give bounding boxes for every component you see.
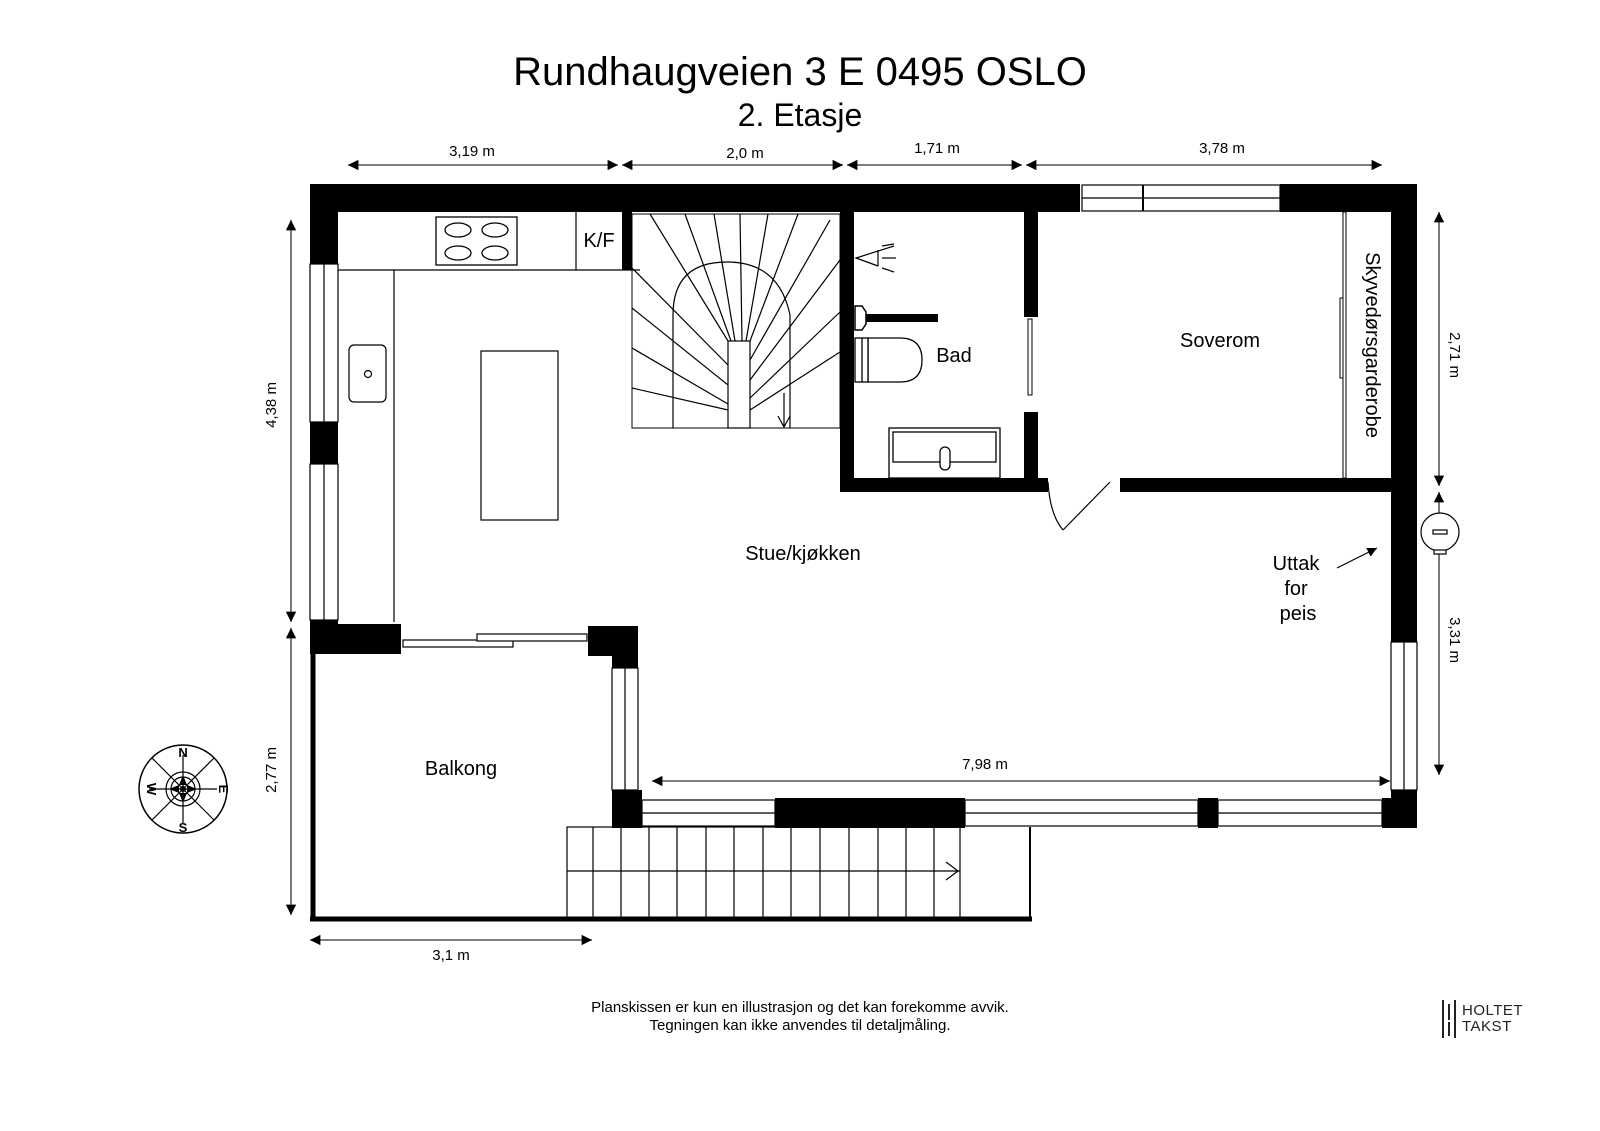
room-label-bathroom: Bad bbox=[936, 345, 972, 367]
kitchen-sink-icon bbox=[348, 344, 387, 403]
interior-walls bbox=[622, 212, 1391, 492]
dim-right-upper: 2,71 m bbox=[1446, 332, 1463, 378]
kitchen-counter bbox=[338, 212, 640, 622]
exterior-stairs bbox=[566, 826, 1031, 920]
fireplace-note-line2: for bbox=[1284, 578, 1308, 600]
kitchen-island bbox=[480, 350, 559, 521]
compass-south: S bbox=[179, 820, 188, 835]
windows bbox=[309, 184, 1418, 827]
fireplace-note-line3: peis bbox=[1280, 603, 1317, 625]
fridge-label: K/F bbox=[583, 230, 614, 252]
dim-top-1: 3,19 m bbox=[449, 143, 495, 160]
dim-top-2: 2,0 m bbox=[726, 145, 764, 162]
logo-mark-icon bbox=[1442, 1000, 1456, 1038]
towel-rail-icon bbox=[854, 305, 938, 331]
dim-left-lower: 2,77 m bbox=[263, 747, 280, 793]
disclaimer-line-2: Tegningen kan ikke anvendes til detaljmå… bbox=[649, 1017, 951, 1034]
room-label-living-kitchen: Stue/kjøkken bbox=[745, 543, 861, 565]
balcony-outline bbox=[310, 654, 1032, 922]
disclaimer-line-1: Planskissen er kun en illustrasjon og de… bbox=[591, 999, 1009, 1016]
room-label-bedroom: Soverom bbox=[1180, 330, 1260, 352]
wardrobe-doors bbox=[1339, 211, 1347, 479]
room-label-balcony: Balkong bbox=[425, 758, 497, 780]
dim-left-upper: 4,38 m bbox=[263, 382, 280, 428]
compass-north: N bbox=[178, 745, 187, 760]
shower-icon bbox=[854, 243, 896, 273]
dim-top-3: 1,71 m bbox=[914, 140, 960, 157]
compass-west: W bbox=[144, 783, 159, 796]
compass-east: E bbox=[216, 785, 231, 794]
dim-right-lower: 3,31 m bbox=[1446, 617, 1463, 663]
staircase-icon bbox=[631, 213, 841, 429]
compass-icon: N S E W bbox=[138, 744, 231, 835]
fireplace-note-line1: Uttak bbox=[1273, 553, 1321, 575]
bathroom-sink-icon bbox=[888, 427, 1001, 479]
logo-line-2: TAKST bbox=[1462, 1018, 1512, 1035]
company-logo: HOLTET TAKST bbox=[1442, 1000, 1523, 1038]
disclaimer: Planskissen er kun en illustrasjon og de… bbox=[0, 999, 1600, 1035]
dim-inner-width: 7,98 m bbox=[962, 756, 1008, 773]
balcony-sliding-door bbox=[402, 633, 588, 648]
dim-top-4: 3,78 m bbox=[1199, 140, 1245, 157]
bedroom-door bbox=[1047, 481, 1111, 531]
plan-title: Rundhaugveien 3 E 0495 OSLO bbox=[513, 50, 1087, 94]
room-label-wardrobe: Skyvedørsgarderobe bbox=[1361, 252, 1383, 438]
fireplace-arrow bbox=[1336, 547, 1378, 569]
exterior-walls bbox=[310, 184, 1417, 828]
dim-bottom-balcony: 3,1 m bbox=[432, 947, 470, 964]
bath-door bbox=[1027, 318, 1033, 396]
cooktop-icon bbox=[435, 216, 518, 266]
toilet-icon bbox=[854, 337, 923, 383]
logo-line-1: HOLTET bbox=[1462, 1002, 1524, 1019]
outdoor-lamp-icon bbox=[1420, 512, 1460, 555]
floor-label: 2. Etasje bbox=[737, 97, 863, 133]
